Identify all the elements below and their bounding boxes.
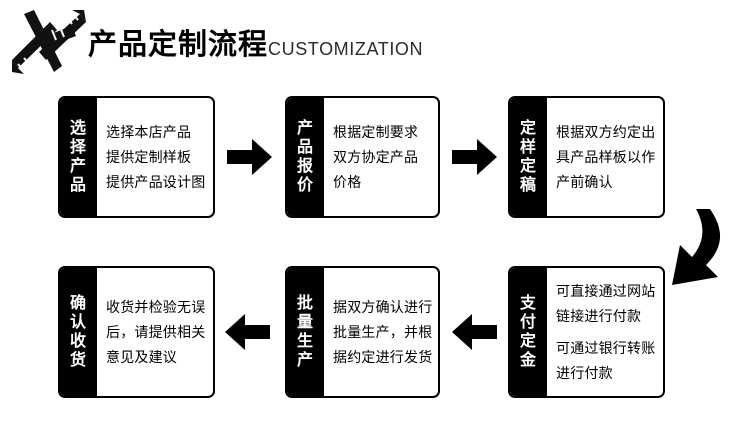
step-line: 双方协定产品 xyxy=(333,148,419,165)
arrow-left-step4-step5 xyxy=(452,312,497,352)
step-body: 收货并检验无误 后，请提供相关 意见及建议 xyxy=(97,268,213,396)
step-label-text: 选择产品 xyxy=(69,120,87,194)
step-line: 收货并检验无误 xyxy=(106,298,206,315)
step-line: 据约定进行发货 xyxy=(333,348,433,365)
step-line: 据双方确认进行 xyxy=(333,298,433,315)
step-line: 提供产品设计图 xyxy=(106,173,206,190)
step-card-pay-deposit[interactable]: 支付定金 可直接通过网站 链接进行付款 可通过银行转账 进行付款 xyxy=(508,266,665,398)
step-card-product-quote[interactable]: 产品报价 根据定制要求 双方协定产品 价格 xyxy=(285,96,440,218)
page-title: 产品定制流程 xyxy=(88,29,269,61)
step-body: 根据定制要求 双方协定产品 价格 xyxy=(324,98,438,216)
step-body: 根据双方约定出 具产品样板以作 产前确认 xyxy=(547,98,663,216)
header: 产品定制流程 CUSTOMIZATION xyxy=(0,0,750,85)
step-line: 链接进行付款 xyxy=(556,307,642,324)
step-card-mass-production[interactable]: 批量生产 据双方确认进行 批量生产，并根 据约定进行发货 xyxy=(285,266,440,398)
arrow-left-step5-step6 xyxy=(225,312,270,352)
step-body: 据双方确认进行 批量生产，并根 据约定进行发货 xyxy=(324,268,438,396)
step-line: 选择本店产品 xyxy=(106,123,192,140)
step-line: 提供定制样板 xyxy=(106,148,192,165)
arrow-right-step1-step2 xyxy=(227,137,272,177)
step-line: 具产品样板以作 xyxy=(556,148,656,165)
step-line: 可直接通过网站 xyxy=(556,282,656,299)
step-label-panel: 选择产品 xyxy=(60,98,97,216)
step-line: 价格 xyxy=(333,173,362,190)
step-label-panel: 确认收货 xyxy=(60,268,97,396)
step-body: 选择本店产品 提供定制样板 提供产品设计图 xyxy=(97,98,213,216)
step-label-panel: 产品报价 xyxy=(287,98,324,216)
step-line: 可通过银行转账 xyxy=(556,339,656,356)
step-label-text: 批量生产 xyxy=(296,295,314,369)
step-label-text: 产品报价 xyxy=(296,120,314,194)
step-line: 后，请提供相关 xyxy=(106,323,206,340)
step-label-text: 确认收货 xyxy=(69,295,87,369)
step-line: 根据双方约定出 xyxy=(556,123,656,140)
step-label-panel: 定样定稿 xyxy=(510,98,547,216)
step-card-sample-finalize[interactable]: 定样定稿 根据双方约定出 具产品样板以作 产前确认 xyxy=(508,96,665,218)
step-label-panel: 批量生产 xyxy=(287,268,324,396)
step-label-panel: 支付定金 xyxy=(510,268,547,396)
step-line: 意见及建议 xyxy=(106,348,177,365)
step-label-text: 支付定金 xyxy=(519,295,537,369)
step-line: 批量生产，并根 xyxy=(333,323,433,340)
step-body: 可直接通过网站 链接进行付款 可通过银行转账 进行付款 xyxy=(547,268,663,396)
step-line: 根据定制要求 xyxy=(333,123,419,140)
arrow-curve-down-left-step3-step4 xyxy=(662,203,746,291)
step-card-confirm-receipt[interactable]: 确认收货 收货并检验无误 后，请提供相关 意见及建议 xyxy=(58,266,215,398)
step-card-select-product[interactable]: 选择产品 选择本店产品 提供定制样板 提供产品设计图 xyxy=(58,96,215,218)
step-label-text: 定样定稿 xyxy=(519,120,537,194)
drafting-tools-icon xyxy=(10,8,88,78)
arrow-right-step2-step3 xyxy=(452,137,497,177)
step-line: 进行付款 xyxy=(556,364,613,381)
step-line: 产前确认 xyxy=(556,173,613,190)
page-subtitle: CUSTOMIZATION xyxy=(268,39,424,59)
